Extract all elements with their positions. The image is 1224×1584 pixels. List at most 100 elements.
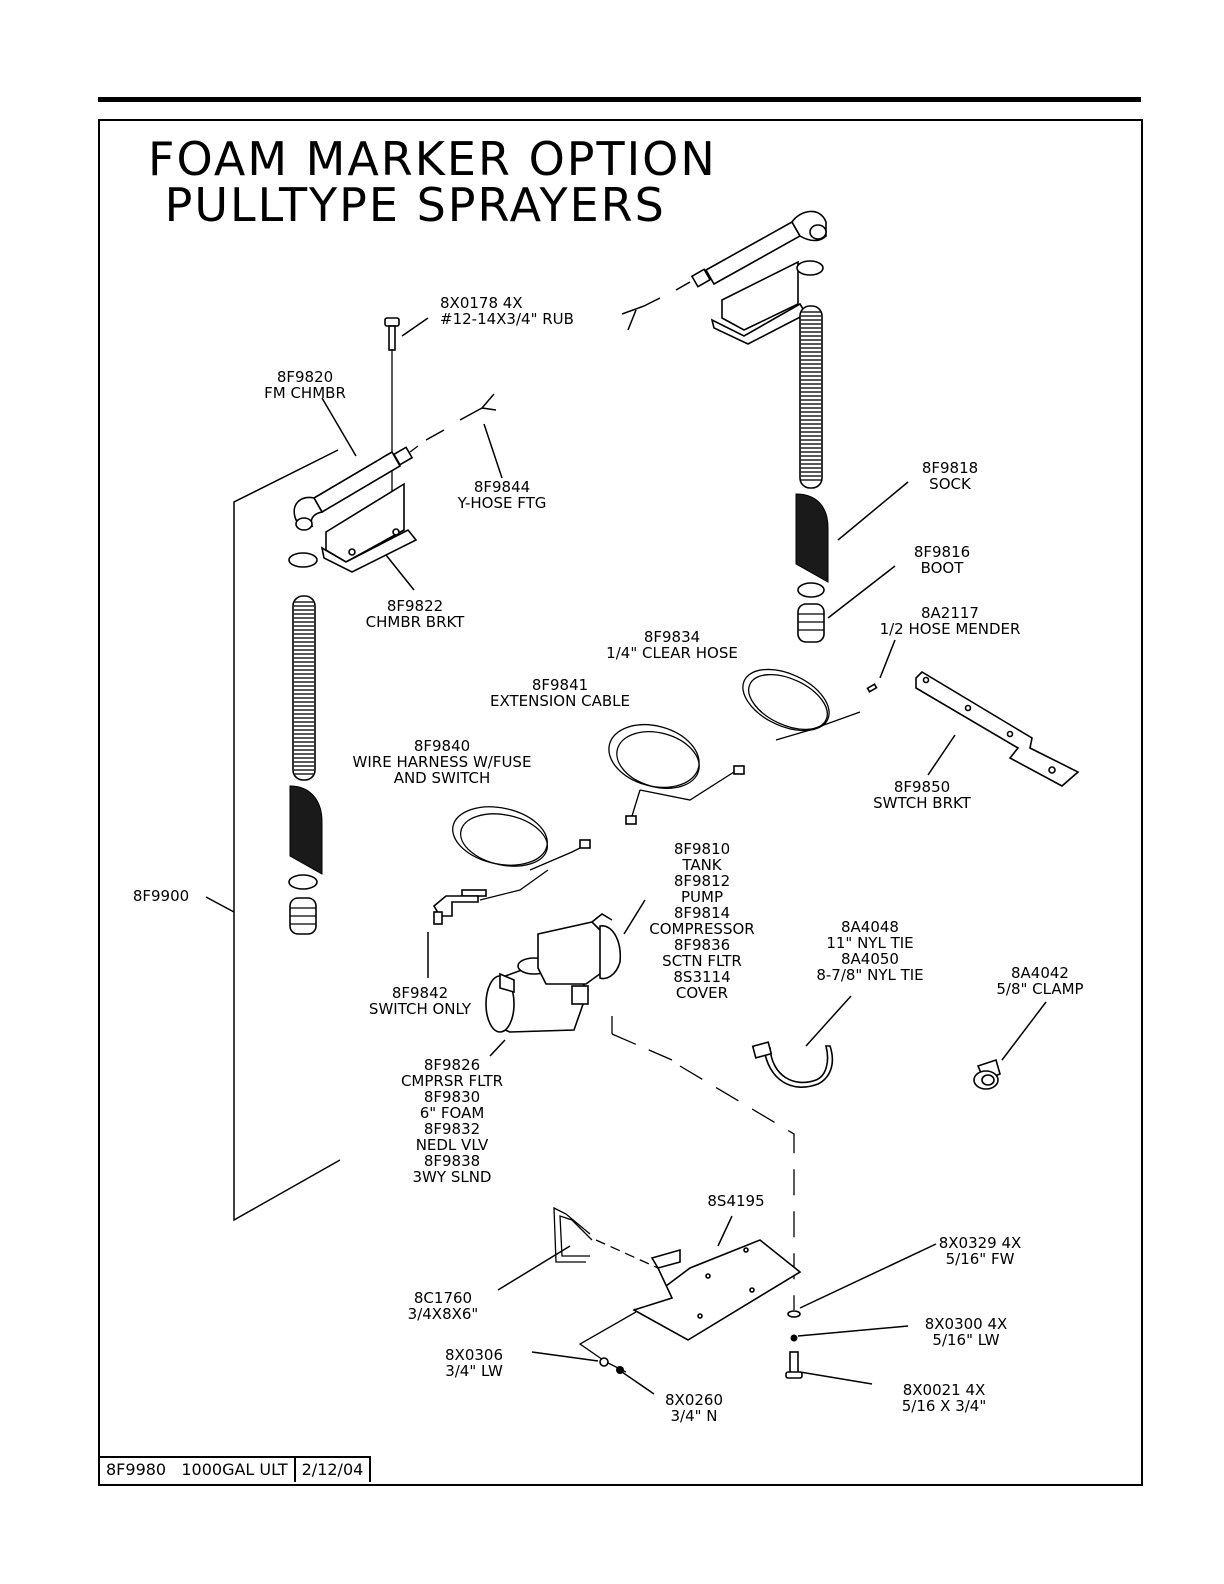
callout-line: Y-HOSE FTG bbox=[457, 494, 547, 512]
clamp-8A4042 bbox=[973, 1058, 1001, 1090]
callout-line: SOCK bbox=[929, 475, 972, 493]
callout-line: 8F9840 bbox=[414, 737, 470, 755]
mounting-plate-8S4195 bbox=[632, 1239, 802, 1341]
drawing-border bbox=[98, 119, 1143, 1486]
callout-line: COVER bbox=[676, 984, 728, 1002]
callout-line: 8X0329 4X bbox=[939, 1234, 1022, 1252]
sock-right bbox=[795, 493, 829, 583]
callout-line: TANK bbox=[681, 856, 722, 874]
callout-line: #12-14X3/4" RUB bbox=[440, 310, 574, 328]
title-block-part: 8F9980 1000GAL ULT bbox=[106, 1460, 288, 1479]
u-bolt-8C1760 bbox=[553, 1206, 659, 1269]
callout-line: 8A4042 bbox=[1011, 964, 1069, 982]
callout-line: 3WY SLND bbox=[413, 1168, 492, 1186]
callout-line: 5/16 X 3/4" bbox=[902, 1397, 987, 1415]
callout-line: 8F9826 bbox=[424, 1056, 480, 1074]
title-block: 8F9980 1000GAL ULT 2/12/04 bbox=[100, 1456, 372, 1482]
sock-left bbox=[289, 785, 323, 875]
callout-line: 8X0300 4X bbox=[925, 1315, 1008, 1333]
callout-line: 8F9832 bbox=[424, 1120, 480, 1138]
callout-line: WIRE HARNESS W/FUSE bbox=[353, 753, 532, 771]
clamp-right-bottom bbox=[797, 582, 825, 598]
y-hose-fitting-right bbox=[621, 281, 691, 331]
callout-line: 8F9838 bbox=[424, 1152, 480, 1170]
callout-line: 1/4" CLEAR HOSE bbox=[606, 644, 738, 662]
callout-line: 8A4050 bbox=[841, 950, 899, 968]
switch-bracket-8F9842 bbox=[432, 895, 479, 925]
boot-right bbox=[797, 603, 825, 643]
callout-line: 8X0021 4X bbox=[903, 1381, 986, 1399]
callout-line: 8X0178 4X bbox=[440, 294, 523, 312]
callout-line: 8F9900 bbox=[133, 887, 189, 905]
clamp-left-bottom bbox=[288, 874, 318, 890]
callout-line: 6" FOAM bbox=[420, 1104, 485, 1122]
lock-washer-8X0300 bbox=[790, 1334, 798, 1342]
callout-line: 8X0306 bbox=[445, 1346, 503, 1364]
callout-line: SWITCH ONLY bbox=[369, 1000, 472, 1018]
callout-line: 8F9818 bbox=[922, 459, 978, 477]
callout-line: 8F9836 bbox=[674, 936, 730, 954]
clear-hose-coil-8F9834 bbox=[742, 668, 861, 741]
drawing-title: FOAM MARKER OPTION PULLTYPE SPRAYERS bbox=[148, 136, 717, 228]
bolt-8X0021 bbox=[785, 1351, 803, 1379]
callout-line: 8F9834 bbox=[644, 628, 700, 646]
callout-line: CMPRSR FLTR bbox=[401, 1072, 503, 1090]
leader-lines bbox=[205, 317, 1047, 1395]
u-bolt-explode-line bbox=[578, 1311, 637, 1373]
callout-8F9900: 8F9900 bbox=[133, 887, 189, 905]
callout-line: 8F9814 bbox=[674, 904, 730, 922]
callout-line: 11" NYL TIE bbox=[826, 934, 913, 952]
callout-line: 8S4195 bbox=[707, 1192, 764, 1210]
tank-pump-assembly bbox=[485, 913, 622, 1033]
callout-line: 8-7/8" NYL TIE bbox=[816, 966, 923, 984]
title-line-2: PULLTYPE SPRAYERS bbox=[148, 178, 666, 232]
callout-line: 8S3114 bbox=[673, 968, 730, 986]
callout-line: 3/4" N bbox=[670, 1407, 717, 1425]
clamp-right-top bbox=[796, 260, 824, 276]
callout-line: 8F9810 bbox=[674, 840, 730, 858]
nylon-tie-8A4048 bbox=[751, 1041, 834, 1088]
callout-line: 8F9820 bbox=[277, 368, 333, 386]
hose-mender-8A2117 bbox=[866, 683, 878, 693]
nut-8X0260 bbox=[616, 1366, 624, 1374]
callout-line: EXTENSION CABLE bbox=[490, 692, 630, 710]
assembly-bracket-8F9900 bbox=[233, 449, 341, 1222]
callout-line: 3/4X8X6" bbox=[408, 1305, 479, 1323]
callout-line: 8F9850 bbox=[894, 778, 950, 796]
callout-line: 8F9816 bbox=[914, 543, 970, 561]
callout-line: 8C1760 bbox=[414, 1289, 472, 1307]
extension-cable-coil-8F9841 bbox=[608, 724, 745, 825]
callout-line: FM CHMBR bbox=[264, 384, 346, 402]
callout-line: AND SWITCH bbox=[394, 769, 491, 787]
callout-line: 5/16" FW bbox=[946, 1250, 1015, 1268]
callout-line: 1/2 HOSE MENDER bbox=[880, 620, 1021, 638]
callout-line: 8F9822 bbox=[387, 597, 443, 615]
bolt-8X0178 bbox=[384, 317, 400, 351]
y-hose-fitting-left bbox=[425, 393, 497, 441]
top-rule bbox=[98, 97, 1141, 102]
foam-chamber-right bbox=[690, 210, 827, 288]
hose-right-corrugated bbox=[799, 305, 823, 489]
callout-line: 8A4048 bbox=[841, 918, 899, 936]
callout-line: 8F9842 bbox=[392, 984, 448, 1002]
wire-harness-8F9840 bbox=[452, 806, 591, 901]
callout-line: PUMP bbox=[681, 888, 723, 906]
clamp-left-top bbox=[288, 552, 318, 568]
callout-line: 8X0260 bbox=[665, 1391, 723, 1409]
callout-line: 8F9844 bbox=[474, 478, 530, 496]
lock-washer-8X0306 bbox=[599, 1357, 609, 1367]
callout-line: SCTN FLTR bbox=[662, 952, 742, 970]
callout-line: 5/16" LW bbox=[932, 1331, 999, 1349]
